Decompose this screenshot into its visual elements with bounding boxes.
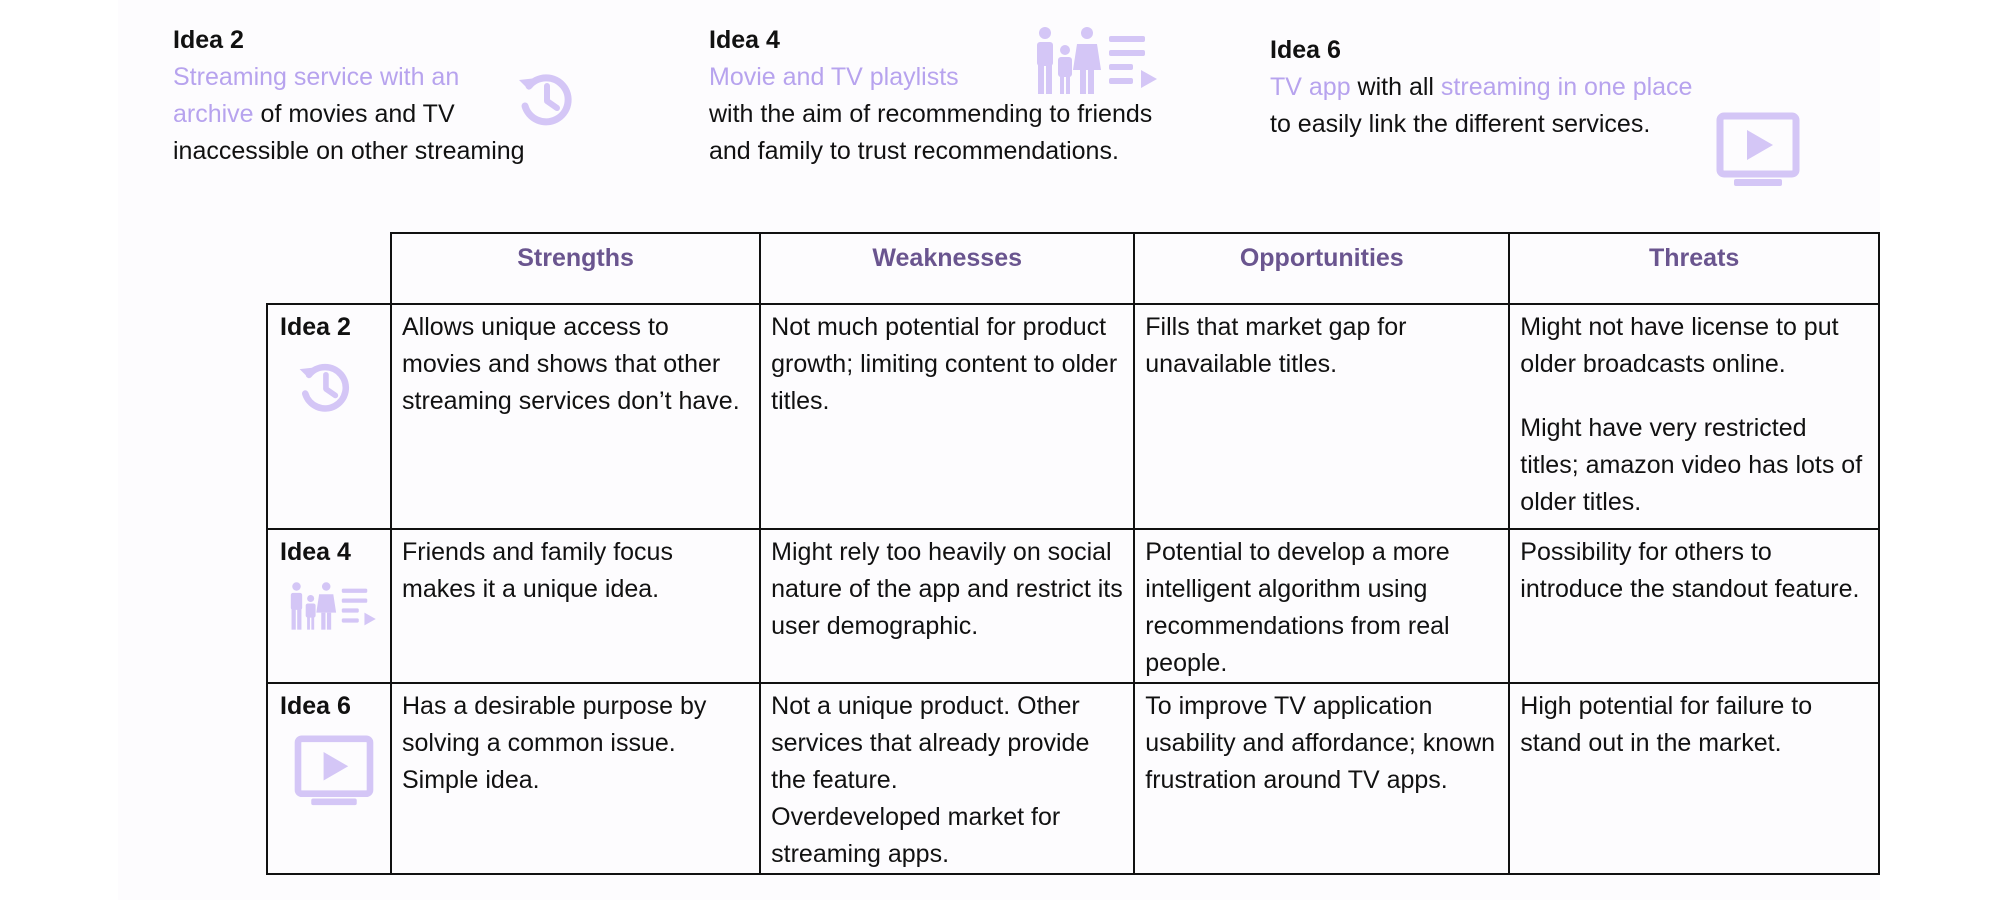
- threat-text: Might have very restricted titles; amazo…: [1520, 414, 1863, 516]
- row-label: Idea 2: [280, 313, 351, 341]
- tv-play-icon: [294, 735, 380, 818]
- cell-threats: Might not have license to put older broa…: [1508, 303, 1880, 530]
- family-playlist-icon: [288, 581, 380, 644]
- table-row-idea-6: Idea 6 Has a desirable purpose by solvin…: [266, 682, 1880, 875]
- header-threats: Threats: [1508, 232, 1880, 305]
- row-header-idea-6: Idea 6: [266, 682, 392, 875]
- cell-weaknesses: Not a unique product. Other services tha…: [759, 682, 1136, 875]
- idea-6-text: with all: [1350, 73, 1441, 101]
- cell-threats: High potential for failure to stand out …: [1508, 682, 1880, 875]
- swot-table: Strengths Weaknesses Opportunities Threa…: [266, 232, 1880, 875]
- idea-6-highlight-tv-app: TV app: [1270, 73, 1351, 101]
- idea-2-summary: Idea 2 Streaming service with an archive…: [173, 22, 525, 170]
- idea-2-text-line3: inaccessible on other streaming: [173, 137, 525, 165]
- idea-2-title: Idea 2: [173, 26, 244, 54]
- idea-4-highlight: Movie and TV playlists: [709, 63, 959, 91]
- idea-6-title: Idea 6: [1270, 36, 1341, 64]
- row-header-idea-4: Idea 4: [266, 528, 392, 684]
- idea-4-text-line2: with the aim of recommending to friends: [709, 100, 1153, 128]
- row-label: Idea 6: [280, 692, 351, 720]
- table-row-idea-2: Idea 2 Allows unique access to movies an…: [266, 303, 1880, 530]
- family-playlist-icon: [1033, 26, 1163, 98]
- row-header-idea-2: Idea 2: [266, 303, 392, 530]
- idea-2-highlight-archive: archive: [173, 100, 254, 128]
- header-opportunities: Opportunities: [1133, 232, 1511, 305]
- cell-strengths: Friends and family focus makes it a uniq…: [389, 528, 762, 684]
- idea-6-highlight-streaming: streaming in one place: [1440, 73, 1693, 101]
- cell-weaknesses: Might rely too heavily on social nature …: [759, 528, 1136, 684]
- cell-strengths: Allows unique access to movies and shows…: [389, 303, 762, 530]
- header-strengths: Strengths: [389, 232, 762, 305]
- cell-opportunities: To improve TV application usability and …: [1133, 682, 1511, 875]
- cell-threats: Possibility for others to introduce the …: [1508, 528, 1880, 684]
- idea-4-text-line3: and family to trust recommendations.: [709, 137, 1119, 165]
- idea-4-title: Idea 4: [709, 26, 780, 54]
- cell-strengths: Has a desirable purpose by solving a com…: [389, 682, 762, 875]
- cell-weaknesses: Not much potential for product growth; l…: [759, 303, 1136, 530]
- row-label: Idea 4: [280, 538, 351, 566]
- threat-text: Might not have license to put older broa…: [1520, 313, 1839, 378]
- cell-opportunities: Potential to develop a more intelligent …: [1133, 528, 1511, 684]
- tv-play-icon: [1716, 112, 1800, 188]
- slide-canvas: Idea 2 Streaming service with an archive…: [118, 0, 1880, 900]
- idea-6-text-line2: to easily link the different services.: [1270, 110, 1651, 138]
- idea-4-summary: Idea 4 Movie and TV playlists with the a…: [709, 22, 1152, 170]
- cell-opportunities: Fills that market gap for unavailable ti…: [1133, 303, 1511, 530]
- history-icon: [294, 356, 380, 429]
- idea-2-highlight: Streaming service with an: [173, 63, 460, 91]
- idea-2-text: of movies and TV: [253, 100, 455, 128]
- table-corner: [267, 233, 392, 305]
- weakness-text: Not a unique product. Other services tha…: [771, 692, 1090, 794]
- idea-6-summary: Idea 6 TV app with all streaming in one …: [1270, 32, 1692, 143]
- header-weaknesses: Weaknesses: [759, 232, 1136, 305]
- table-row-idea-4: Idea 4: [266, 528, 1880, 684]
- weakness-text: Overdeveloped market for streaming apps.: [771, 803, 1061, 868]
- history-icon: [513, 66, 579, 132]
